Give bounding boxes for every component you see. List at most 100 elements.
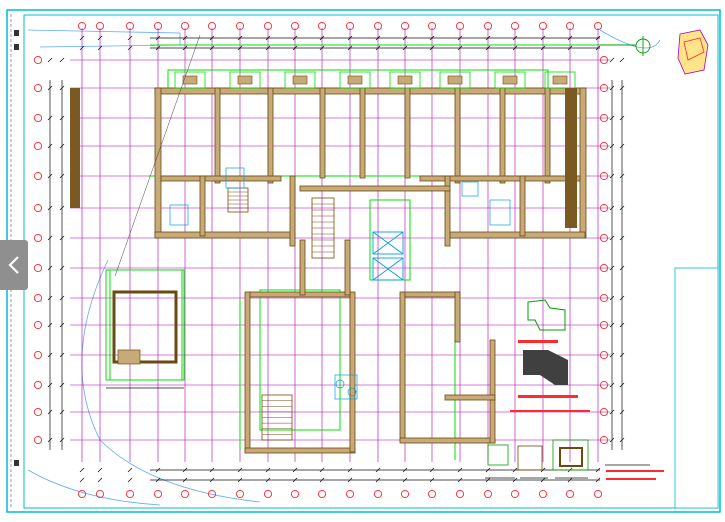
dimension-tick: [47, 57, 53, 63]
axis-bubble-top: [290, 21, 300, 31]
axis-bubble-top: [95, 21, 105, 31]
axis-bubble-right: [599, 320, 609, 330]
dimension-lines: [49, 37, 623, 481]
axis-bubble-left: [33, 113, 43, 123]
dimension-tick: [292, 477, 298, 483]
dimension-tick: [97, 467, 103, 473]
dimension-tick: [127, 45, 133, 51]
dimension-tick: [47, 295, 53, 301]
dimension-tick: [375, 477, 381, 483]
dimension-tick: [59, 115, 65, 121]
axis-bubble-bottom: [77, 489, 87, 499]
axis-bubble-bottom: [483, 489, 493, 499]
axis-bubble-left: [33, 435, 43, 445]
axis-bubble-right: [599, 171, 609, 181]
north-arrow-icon: [600, 36, 651, 56]
axis-bubble-top: [125, 21, 135, 31]
dimension-tick: [59, 143, 65, 149]
dimension-tick: [79, 467, 85, 473]
axis-bubble-top: [153, 21, 163, 31]
dimension-tick: [59, 205, 65, 211]
dimension-tick: [609, 143, 615, 149]
dimension-tick: [512, 45, 518, 51]
dimension-tick: [265, 45, 271, 51]
dimension-tick: [619, 57, 625, 63]
dimension-tick: [292, 467, 298, 473]
balcony-planter: [447, 75, 463, 85]
axis-bubble-left: [33, 203, 43, 213]
dimension-tick: [375, 467, 381, 473]
axis-bubble-bottom: [153, 489, 163, 499]
dimension-tick: [265, 467, 271, 473]
dimension-tick: [59, 173, 65, 179]
detail-callouts-bottom: [485, 439, 664, 480]
axis-bubble-right: [599, 233, 609, 243]
dimension-tick: [155, 467, 161, 473]
dimension-tick: [347, 45, 353, 51]
dimension-tick: [319, 35, 325, 41]
axis-bubble-top: [565, 21, 575, 31]
dimension-tick: [619, 437, 625, 443]
axis-bubble-bottom: [207, 489, 217, 499]
dimension-tick: [429, 467, 435, 473]
axis-bubble-left: [33, 320, 43, 330]
axis-bubble-top: [207, 21, 217, 31]
dimension-tick: [485, 35, 491, 41]
dimension-tick: [540, 45, 546, 51]
axis-bubble-bottom: [125, 489, 135, 499]
dimension-tick: [402, 477, 408, 483]
axis-bubble-left: [33, 293, 43, 303]
axis-bubble-top: [317, 21, 327, 31]
balcony-planter: [552, 75, 568, 85]
dimension-tick: [59, 409, 65, 415]
axis-bubble-right: [599, 263, 609, 273]
dimension-tick: [79, 45, 85, 51]
dimension-tick: [457, 467, 463, 473]
axis-bubble-bottom: [427, 489, 437, 499]
axis-bubble-bottom: [317, 489, 327, 499]
dimension-tick: [485, 467, 491, 473]
axis-bubble-right: [599, 203, 609, 213]
dimension-tick: [59, 295, 65, 301]
dimension-tick: [47, 437, 53, 443]
axis-bubble-top: [400, 21, 410, 31]
core-shafts: [372, 231, 404, 281]
dimension-tick: [540, 35, 546, 41]
dimension-tick: [595, 35, 601, 41]
dimension-tick: [319, 477, 325, 483]
dimension-tick: [127, 35, 133, 41]
dimension-tick: [59, 437, 65, 443]
dimension-tick: [47, 205, 53, 211]
dimension-tick: [619, 322, 625, 328]
axis-bubble-top: [373, 21, 383, 31]
dimension-tick: [609, 409, 615, 415]
dimension-tick: [237, 35, 243, 41]
axis-bubble-top: [427, 21, 437, 31]
dimension-ticks: [47, 35, 625, 483]
axis-bubble-bottom: [510, 489, 520, 499]
dimension-tick: [155, 45, 161, 51]
axis-bubble-right: [599, 83, 609, 93]
dimension-tick: [319, 467, 325, 473]
dimension-tick: [619, 235, 625, 241]
dimension-tick: [457, 477, 463, 483]
dimension-tick: [619, 173, 625, 179]
axis-bubble-bottom: [235, 489, 245, 499]
previous-page-button[interactable]: [0, 240, 28, 290]
axis-bubble-left: [33, 55, 43, 65]
dimension-tick: [127, 477, 133, 483]
dimension-tick: [485, 45, 491, 51]
dimension-tick: [567, 35, 573, 41]
dimension-tick: [237, 477, 243, 483]
axis-bubble-top: [483, 21, 493, 31]
dimension-tick: [47, 322, 53, 328]
axis-bubble-right: [599, 407, 609, 417]
dimension-tick: [347, 477, 353, 483]
balcony-bay: [339, 71, 371, 89]
dimension-tick: [619, 265, 625, 271]
dimension-tick: [402, 45, 408, 51]
balcony-bay: [544, 71, 576, 89]
dimension-tick: [155, 35, 161, 41]
